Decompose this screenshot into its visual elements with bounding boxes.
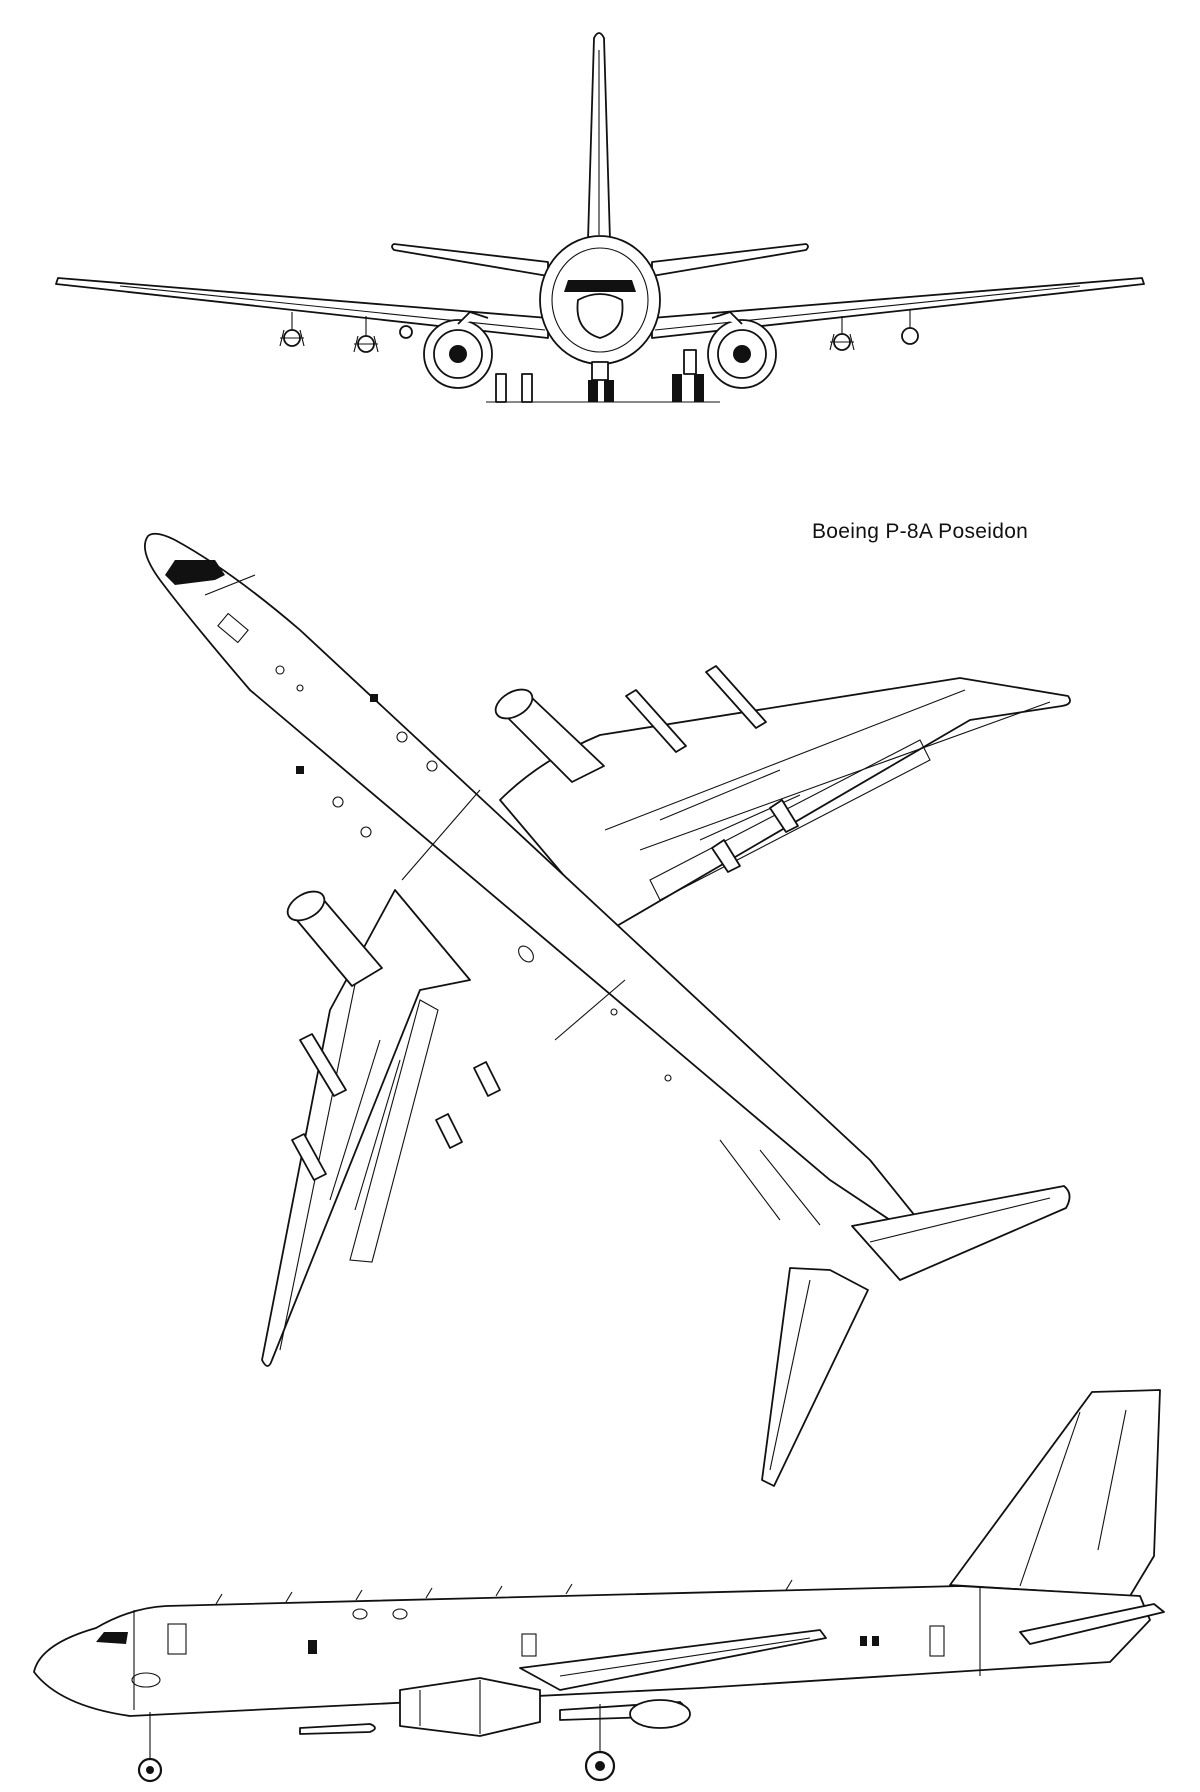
side-cockpit-windows (96, 1632, 128, 1644)
front-stabilizer-right (651, 243, 809, 277)
plan-stores (291, 665, 799, 1181)
side-details (131, 1608, 945, 1688)
side-stabilizer (1019, 1603, 1165, 1645)
front-engine-right (707, 311, 777, 389)
plan-stabilizer-upper (851, 1185, 1071, 1281)
front-cockpit-windows (564, 280, 636, 292)
plan-cockpit-windows (165, 560, 225, 585)
aircraft-title: Boeing P-8A Poseidon (812, 520, 1029, 543)
side-view (33, 1389, 1165, 1783)
side-fuselage (33, 1585, 1151, 1717)
plan-wing-lower (261, 889, 471, 1367)
plan-fuselage (144, 532, 929, 1241)
plan-stabilizer-lower (761, 1267, 869, 1487)
side-landing-gear (137, 1704, 616, 1783)
side-antennas (215, 1579, 793, 1605)
side-wing (519, 1629, 827, 1691)
plan-engine-upper (494, 688, 605, 783)
front-landing-gear (486, 349, 720, 403)
side-fin (949, 1389, 1161, 1597)
front-stabilizer-left (391, 243, 549, 277)
side-stores (299, 1699, 691, 1735)
plan-fuselage-details (217, 612, 672, 1082)
front-view (55, 32, 1145, 403)
plan-view (144, 532, 1071, 1487)
front-stores (279, 310, 919, 353)
front-engine-left (423, 311, 493, 389)
side-engine (399, 1677, 541, 1737)
plan-engine-lower (286, 890, 383, 987)
